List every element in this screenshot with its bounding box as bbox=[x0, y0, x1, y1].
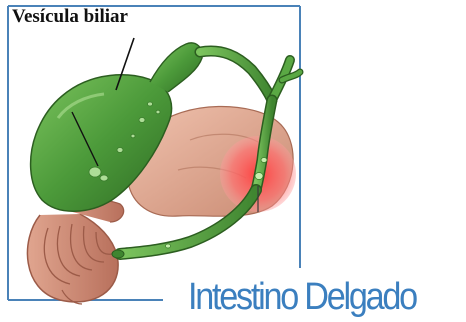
gallbladder-label: Vesícula biliar bbox=[12, 6, 128, 28]
small-intestine-caption: Intestino Delgado bbox=[188, 276, 416, 319]
small-intestine bbox=[27, 200, 123, 304]
